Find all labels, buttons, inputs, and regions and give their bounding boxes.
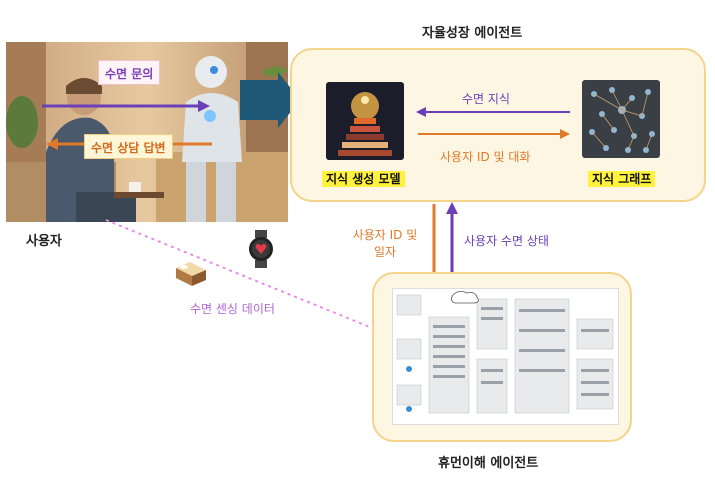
architecture-sketch [396,291,614,414]
teal-arrow [240,72,300,128]
smartwatch-heart-icon [249,230,273,268]
model-graph-arrows [416,107,570,139]
sensing-arrow [105,219,392,338]
sleep-sensing-label: 수면 센싱 데이터 [190,302,275,316]
knowledge-model-label: 지식 생성 모델 [322,171,405,187]
sleep-knowledge-label: 수면 지식 [462,92,510,106]
user-id-diary-label: 사용자 ID 및 일자 [346,226,424,260]
sleep-query-label: 수면 문의 [105,67,154,81]
knowledge-graph-label-wrap: 지식 그래프 [588,168,656,187]
user-sleep-state-label: 사용자 수면 상태 [464,234,549,248]
user-id-diary-line1: 사용자 ID 및 [352,228,418,242]
bed-icon [176,262,206,286]
human-agent-architecture-diagram [392,288,619,425]
sleep-query-label-box: 수면 문의 [98,60,161,85]
user-label: 사용자 [26,234,62,249]
knowledge-model-image [326,82,404,160]
sleep-answer-label-box: 수면 상담 답변 [84,134,173,159]
human-agent-title: 휴먼이해 에이전트 [438,456,539,471]
knowledge-graph-image [582,80,660,158]
user-id-diary-line2: 일자 [373,245,397,259]
knowledge-graph-label: 지식 그래프 [588,171,656,187]
user-id-dialog-label: 사용자 ID 및 대화 [440,150,531,164]
knowledge-model-label-wrap: 지식 생성 모델 [322,168,405,187]
sleep-answer-label: 수면 상담 답변 [91,141,166,155]
autonomous-agent-title: 자율성장 에이전트 [422,26,523,41]
